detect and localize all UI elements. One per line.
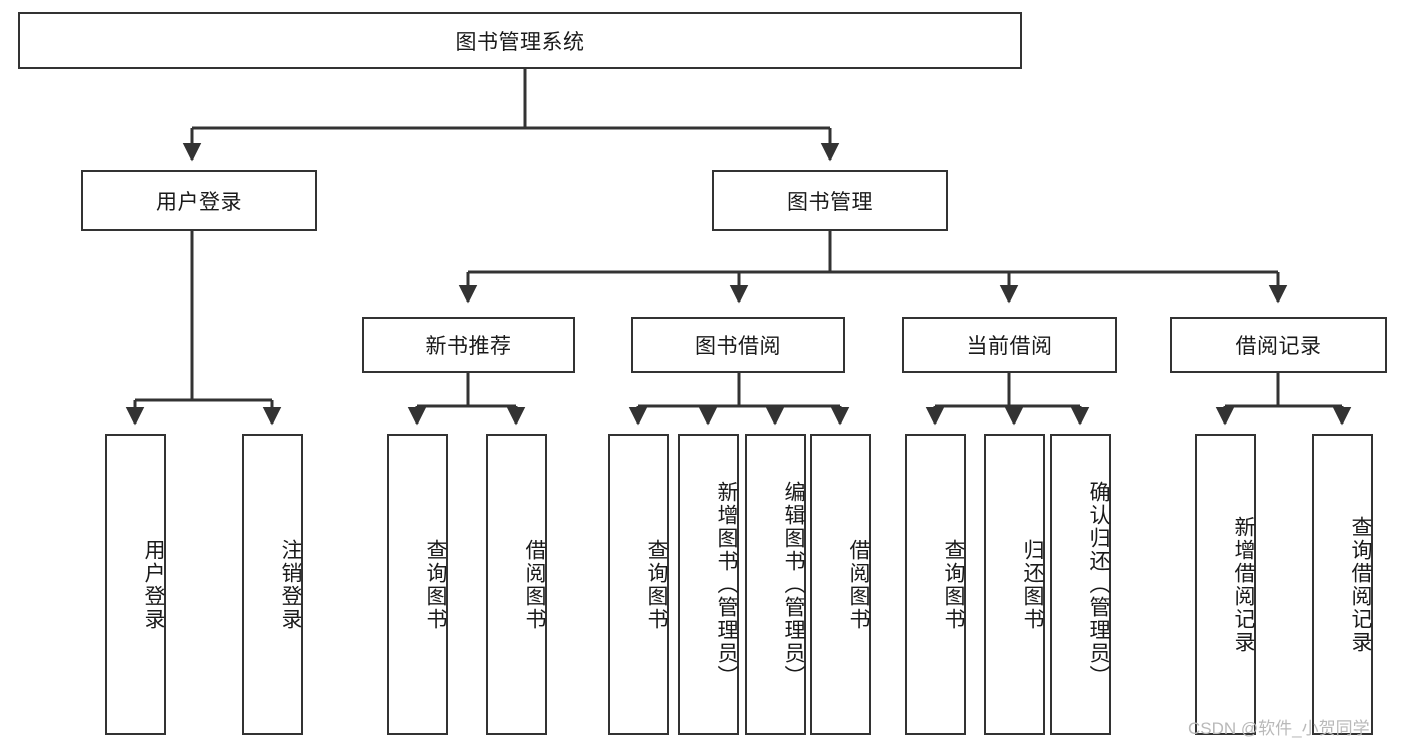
node-label: 查询图书 <box>424 538 447 631</box>
node-borrow-record[interactable]: 借阅记录 <box>1170 317 1387 373</box>
node-label: 查询图书 <box>942 538 965 631</box>
leaf-current-query-book[interactable]: 查询图书 <box>905 434 966 735</box>
leaf-user-login-logout[interactable]: 注销登录 <box>242 434 303 735</box>
leaf-record-add[interactable]: 新增借阅记录 <box>1195 434 1256 735</box>
node-label: 查询借阅记录 <box>1349 515 1372 654</box>
node-label: 用户登录 <box>156 190 242 214</box>
node-current-borrow[interactable]: 当前借阅 <box>902 317 1117 373</box>
leaf-current-confirm-return-admin[interactable]: 确认归还（管理员） <box>1050 434 1111 735</box>
node-label: 借阅记录 <box>1235 335 1322 358</box>
node-label: 图书管理系统 <box>455 30 585 54</box>
leaf-current-return-book[interactable]: 归还图书 <box>984 434 1045 735</box>
watermark-csdn: CSDN @软件_小贺同学 <box>1188 719 1370 738</box>
node-label: 用户登录 <box>142 538 165 631</box>
leaf-new-book-borrow[interactable]: 借阅图书 <box>486 434 547 735</box>
node-label: 归还图书 <box>1021 538 1044 631</box>
node-label: 当前借阅 <box>966 335 1053 358</box>
node-label: 注销登录 <box>279 538 302 631</box>
node-label: 查询图书 <box>645 538 668 631</box>
node-label: 新增借阅记录 <box>1232 515 1255 654</box>
leaf-borrow-borrow-book[interactable]: 借阅图书 <box>810 434 871 735</box>
node-user-login[interactable]: 用户登录 <box>81 170 317 231</box>
node-root-book-management-system[interactable]: 图书管理系统 <box>18 12 1022 69</box>
leaf-borrow-query-book[interactable]: 查询图书 <box>608 434 669 735</box>
node-label: 图书管理 <box>787 190 873 214</box>
node-book-management[interactable]: 图书管理 <box>712 170 948 231</box>
node-new-book-recommend[interactable]: 新书推荐 <box>362 317 575 373</box>
node-label: 图书借阅 <box>695 335 781 358</box>
node-label: 新增图书（管理员） <box>715 481 738 688</box>
node-book-borrow[interactable]: 图书借阅 <box>631 317 845 373</box>
leaf-record-query[interactable]: 查询借阅记录 <box>1312 434 1373 735</box>
leaf-new-book-query[interactable]: 查询图书 <box>387 434 448 735</box>
node-label: 确认归还（管理员） <box>1087 481 1110 688</box>
node-label: 编辑图书（管理员） <box>782 481 805 688</box>
leaf-borrow-edit-book-admin[interactable]: 编辑图书（管理员） <box>745 434 806 735</box>
leaf-borrow-add-book-admin[interactable]: 新增图书（管理员） <box>678 434 739 735</box>
node-label: 借阅图书 <box>847 538 870 631</box>
node-label: 新书推荐 <box>425 335 512 358</box>
node-label: 借阅图书 <box>523 538 546 631</box>
leaf-user-login-login[interactable]: 用户登录 <box>105 434 166 735</box>
